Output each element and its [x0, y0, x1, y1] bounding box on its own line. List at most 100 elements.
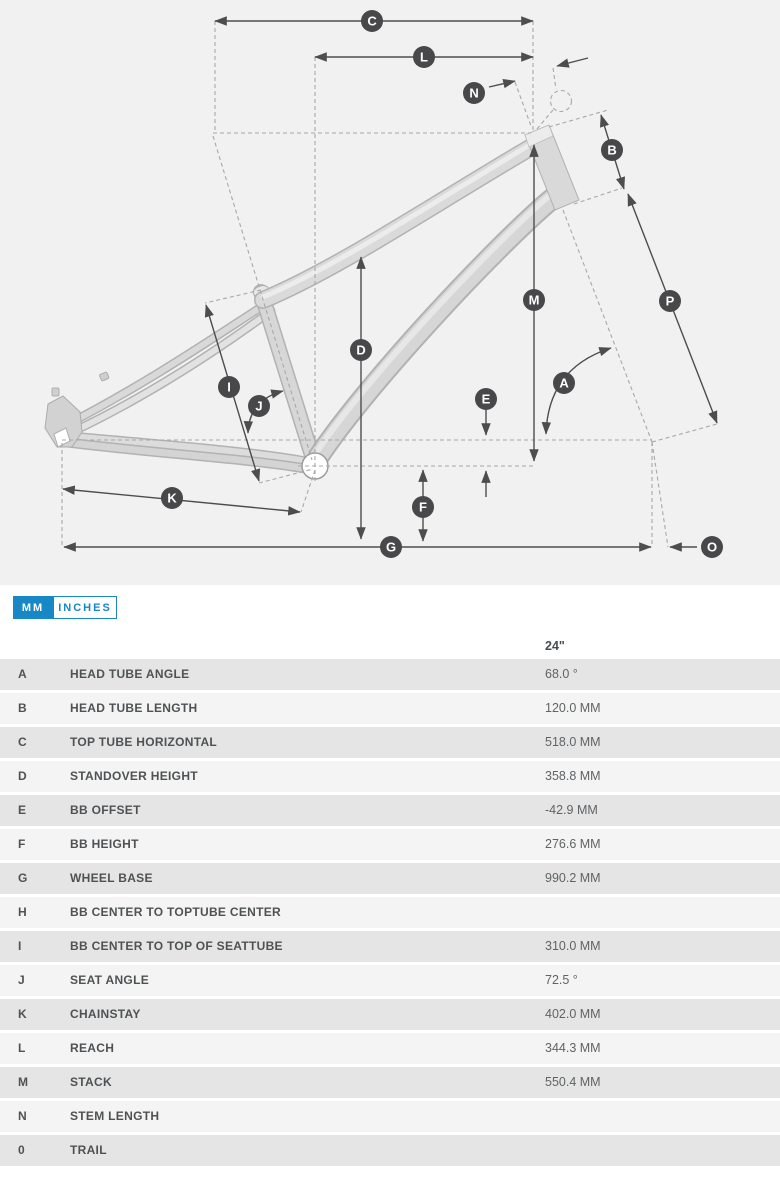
row-value: 120.0 MM [545, 701, 601, 715]
stem-plane-rear [514, 81, 532, 127]
headtube-bottom-connector [573, 187, 623, 205]
table-row: H BB CENTER TO TOPTUBE CENTER [0, 897, 780, 928]
stem-clamp-circle [549, 89, 573, 113]
table-row: 0 TRAIL [0, 1135, 780, 1166]
dim-badge-N: N [463, 82, 485, 104]
bb-to-K-connector [300, 469, 316, 513]
bike-frame [44, 124, 580, 480]
svg-text:A: A [559, 376, 569, 391]
row-label: HEAD TUBE LENGTH [70, 701, 198, 715]
row-letter: C [18, 735, 27, 749]
dim-badge-D: D [350, 339, 372, 361]
inches-toggle-button[interactable]: INCHES [53, 596, 117, 619]
table-row: G WHEEL BASE 990.2 MM [0, 863, 780, 894]
table-row: C TOP TUBE HORIZONTAL 518.0 MM [0, 727, 780, 758]
dim-badge-A: A [553, 372, 575, 394]
row-label: STEM LENGTH [70, 1109, 160, 1123]
row-label: STANDOVER HEIGHT [70, 769, 198, 783]
table-row: M STACK 550.4 MM [0, 1067, 780, 1098]
dim-arrow-N1 [488, 79, 516, 89]
row-value: 990.2 MM [545, 871, 601, 885]
row-label: CHAINSTAY [70, 1007, 141, 1021]
svg-text:O: O [707, 540, 717, 555]
row-value: 518.0 MM [545, 735, 601, 749]
row-value [545, 1135, 780, 1166]
dimension-lines [62, 16, 718, 552]
dim-badge-L: L [413, 46, 435, 68]
row-letter: B [18, 701, 27, 715]
svg-text:P: P [666, 294, 675, 309]
table-row: K CHAINSTAY 402.0 MM [0, 999, 780, 1030]
dim-badge-K: K [161, 487, 183, 509]
size-column-header: 24" [545, 639, 565, 653]
row-label: HEAD TUBE ANGLE [70, 667, 190, 681]
row-label: REACH [70, 1041, 115, 1055]
geometry-diagram: C L N B M P D I J A E F K G O [0, 0, 780, 585]
row-value: 358.8 MM [545, 769, 601, 783]
row-label: TRAIL [70, 1143, 107, 1157]
row-letter: M [18, 1075, 29, 1089]
stem-plane-front [552, 67, 557, 90]
svg-text:L: L [420, 50, 428, 65]
table-row: N STEM LENGTH [0, 1101, 780, 1132]
row-label: BB HEIGHT [70, 837, 139, 851]
seattop-connector [204, 289, 262, 304]
construction-lines [61, 21, 718, 548]
row-value: 68.0 ° [545, 667, 578, 681]
row-letter: H [18, 905, 27, 919]
svg-text:F: F [419, 500, 427, 515]
row-value [545, 1101, 780, 1132]
dim-badge-J: J [248, 395, 270, 417]
dim-badge-B: B [601, 139, 623, 161]
dim-badge-P: P [659, 290, 681, 312]
row-letter: 0 [18, 1143, 25, 1157]
svg-text:M: M [529, 293, 540, 308]
table-header-row: 24" [0, 633, 780, 659]
row-label: BB OFFSET [70, 803, 141, 817]
row-value: 344.3 MM [545, 1041, 601, 1055]
seat-axis-line [212, 135, 313, 461]
table-row: J SEAT ANGLE 72.5 ° [0, 965, 780, 996]
svg-text:J: J [255, 399, 262, 414]
svg-text:E: E [482, 392, 491, 407]
row-letter: K [18, 1007, 27, 1021]
svg-text:G: G [386, 540, 396, 555]
row-label: SEAT ANGLE [70, 973, 150, 987]
table-row: E BB OFFSET -42.9 MM [0, 795, 780, 826]
svg-text:D: D [356, 343, 365, 358]
mm-toggle-button[interactable]: MM [13, 596, 53, 619]
row-value: 310.0 MM [545, 939, 601, 953]
dim-badge-C: C [361, 10, 383, 32]
steering-axis-lower [562, 209, 653, 443]
dim-arc-A [541, 347, 612, 435]
row-letter: E [18, 803, 27, 817]
fork-end-connector [651, 423, 718, 443]
bb-to-I-connector [258, 468, 314, 484]
dim-badge-I: I [218, 376, 240, 398]
row-label: BB CENTER TO TOP OF SEATTUBE [70, 939, 283, 953]
table-row: F BB HEIGHT 276.6 MM [0, 829, 780, 860]
row-letter: D [18, 769, 27, 783]
row-letter: A [18, 667, 27, 681]
frame-geometry-svg: C L N B M P D I J A E F K G O [44, 10, 723, 558]
svg-text:K: K [167, 491, 177, 506]
row-label: STACK [70, 1075, 112, 1089]
table-row: D STANDOVER HEIGHT 358.8 MM [0, 761, 780, 792]
row-value: -42.9 MM [545, 803, 598, 817]
dim-arrow-N2 [556, 57, 589, 68]
row-value [545, 897, 780, 928]
geometry-table: 24" A HEAD TUBE ANGLE 68.0 ° B HEAD TUBE… [0, 633, 780, 1166]
dim-badge-E: E [475, 388, 497, 410]
svg-text:B: B [607, 143, 616, 158]
row-letter: N [18, 1109, 27, 1123]
svg-text:I: I [227, 380, 231, 395]
row-letter: L [18, 1041, 26, 1055]
table-row: I BB CENTER TO TOP OF SEATTUBE 310.0 MM [0, 931, 780, 962]
row-label: WHEEL BASE [70, 871, 153, 885]
table-row: A HEAD TUBE ANGLE 68.0 ° [0, 659, 780, 690]
dim-badge-O: O [701, 536, 723, 558]
headtube-top-connector [548, 109, 609, 128]
unit-toggle: MM INCHES [13, 596, 780, 619]
dim-badge-M: M [523, 289, 545, 311]
row-letter: G [18, 871, 28, 885]
